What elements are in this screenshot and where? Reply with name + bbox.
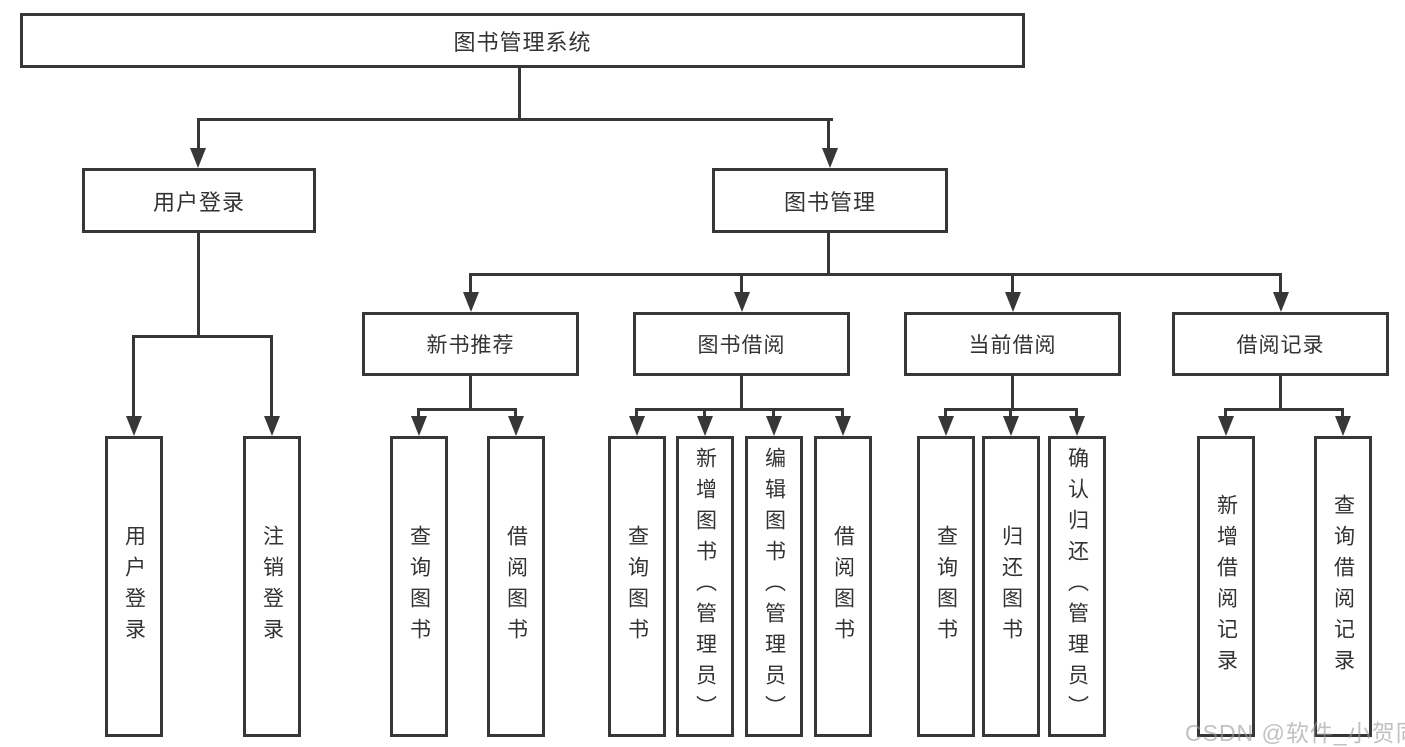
leaf-edit-book-admin: 编辑图书（管理员）	[745, 436, 803, 737]
leaf-add-book-admin: 新增图书（管理员）	[676, 436, 734, 737]
connector-line	[1341, 408, 1344, 420]
arrow-down-icon	[734, 292, 750, 312]
connector-line	[1075, 408, 1078, 420]
connector-line	[469, 273, 1282, 276]
leaf-query-books-recommend: 查询图书	[390, 436, 448, 737]
node-current-borrowing: 当前借阅	[904, 312, 1121, 376]
node-new-book-recommend: 新书推荐	[362, 312, 579, 376]
connector-line	[132, 335, 135, 419]
arrow-down-icon	[1218, 416, 1234, 436]
connector-line	[417, 408, 420, 420]
connector-line	[841, 408, 844, 420]
arrow-down-icon	[1273, 292, 1289, 312]
connector-line	[703, 408, 706, 420]
leaf-return-book: 归还图书	[982, 436, 1040, 737]
connector-line	[827, 118, 830, 153]
connector-line	[740, 273, 743, 296]
connector-line	[518, 68, 521, 121]
connector-line	[1224, 408, 1227, 420]
leaf-add-borrow-record: 新增借阅记录	[1197, 436, 1255, 737]
leaf-borrow-books-recommend: 借阅图书	[487, 436, 545, 737]
connector-line	[772, 408, 775, 420]
arrow-down-icon	[1335, 416, 1351, 436]
node-book-management: 图书管理	[712, 168, 948, 233]
arrow-down-icon	[508, 416, 524, 436]
connector-line	[1009, 408, 1012, 420]
connector-line	[1011, 376, 1014, 411]
leaf-user-login: 用户登录	[105, 436, 163, 737]
arrow-down-icon	[411, 416, 427, 436]
node-borrow-records: 借阅记录	[1172, 312, 1389, 376]
arrow-down-icon	[1069, 416, 1085, 436]
arrow-down-icon	[766, 416, 782, 436]
connector-line	[417, 408, 517, 411]
arrow-down-icon	[629, 416, 645, 436]
connector-line	[635, 408, 638, 420]
connector-line	[1011, 273, 1014, 296]
connector-line	[270, 335, 273, 419]
leaf-logout: 注销登录	[243, 436, 301, 737]
connector-line	[827, 233, 830, 276]
connector-line	[197, 233, 200, 338]
arrow-down-icon	[822, 148, 838, 168]
connector-line	[469, 376, 472, 411]
connector-line	[1279, 273, 1282, 296]
connector-line	[1224, 408, 1344, 411]
connector-line	[132, 335, 273, 338]
connector-line	[197, 118, 833, 121]
arrow-down-icon	[1003, 416, 1019, 436]
leaf-query-borrow-record: 查询借阅记录	[1314, 436, 1372, 737]
node-user-login: 用户登录	[82, 168, 316, 233]
node-library-management-system: 图书管理系统	[20, 13, 1025, 68]
leaf-query-books-current: 查询图书	[917, 436, 975, 737]
leaf-query-books-borrowing: 查询图书	[608, 436, 666, 737]
connector-line	[740, 376, 743, 411]
connector-line	[469, 273, 472, 296]
leaf-borrow-books-borrowing: 借阅图书	[814, 436, 872, 737]
node-book-borrowing: 图书借阅	[633, 312, 850, 376]
arrow-down-icon	[126, 416, 142, 436]
connector-line	[944, 408, 947, 420]
arrow-down-icon	[697, 416, 713, 436]
connector-line	[1279, 376, 1282, 411]
arrow-down-icon	[938, 416, 954, 436]
connector-line	[514, 408, 517, 420]
arrow-down-icon	[835, 416, 851, 436]
connector-line	[635, 408, 844, 411]
arrow-down-icon	[264, 416, 280, 436]
csdn-watermark: CSDN @软件_小贺同学	[1185, 720, 1405, 746]
connector-line	[197, 118, 200, 153]
arrow-down-icon	[1005, 292, 1021, 312]
arrow-down-icon	[190, 148, 206, 168]
leaf-confirm-return-admin: 确认归还（管理员）	[1048, 436, 1106, 737]
arrow-down-icon	[463, 292, 479, 312]
